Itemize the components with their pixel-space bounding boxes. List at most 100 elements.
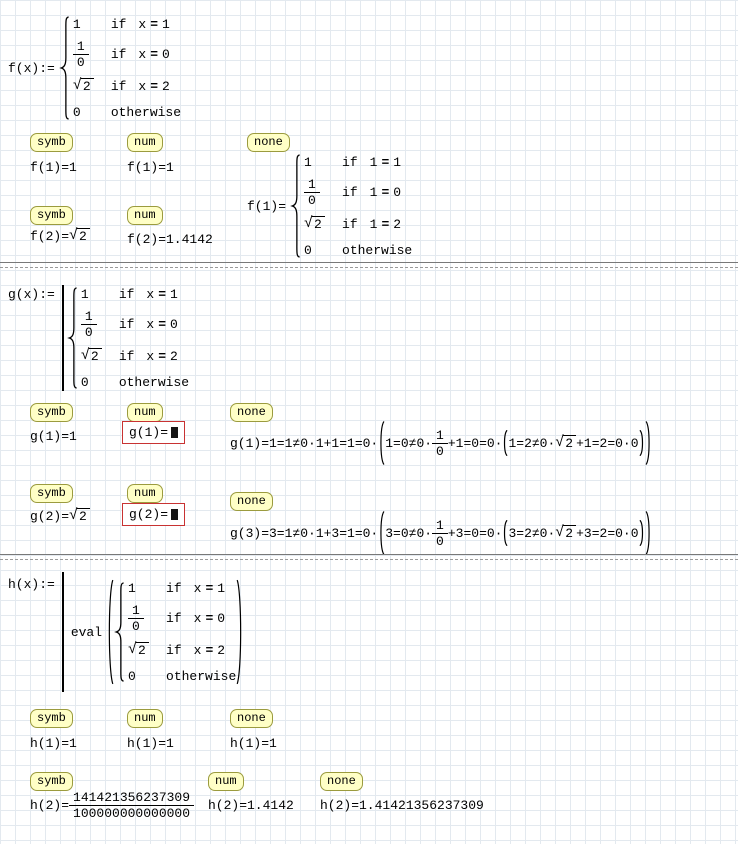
bool-equals: =	[150, 79, 158, 94]
keyword-if: if	[119, 317, 135, 332]
numerator: 1	[128, 603, 144, 619]
h2-symb-result-region[interactable]: h(2)= 141421356237309 100000000000000	[30, 790, 194, 821]
h2-num-result-region[interactable]: h(2)=1.4142	[208, 798, 294, 813]
f1-num-result-region[interactable]: f(1)=1	[127, 160, 174, 175]
cond-lhs: 1	[370, 185, 378, 200]
separator-dashed-line	[0, 267, 738, 268]
h1-none-result-region[interactable]: h(1)=1	[230, 736, 277, 751]
bool-equals: =	[381, 185, 389, 200]
tag-symb[interactable]: symb	[30, 206, 73, 225]
tag-none[interactable]: none	[230, 709, 273, 728]
h2-none-result-region[interactable]: h(2)=1.41421356237309	[320, 798, 484, 813]
expr-text: 1=2≠0·	[508, 436, 555, 451]
g2-symb-result-region[interactable]: g(2)= √ 2	[30, 508, 90, 524]
expr-text: 3=2≠0·	[508, 526, 555, 541]
radicand: 2	[81, 78, 94, 94]
h1-symb-result-region[interactable]: h(1)=1	[30, 736, 77, 751]
g1-num-error-region[interactable]: g(1)=	[122, 421, 185, 444]
tag-num[interactable]: num	[127, 133, 163, 152]
denominator: 0	[128, 619, 144, 634]
fraction: 141421356237309 100000000000000	[69, 790, 194, 821]
g1-symb-result-region[interactable]: g(1)=1	[30, 429, 77, 444]
result-text: f(1)=1	[127, 160, 174, 175]
numerator: 1	[81, 309, 97, 325]
g1-none-result-region[interactable]: g(1)=1=1≠0·1+1=1=0· 1=0≠0· 1 0 +1=0=0· 1…	[230, 419, 652, 467]
piecewise-block: 1 if x = 1 1 0 if x = 0	[59, 12, 181, 124]
numerator: 1	[304, 177, 320, 193]
cond-rhs: 2	[393, 217, 401, 232]
bool-equals: =	[205, 581, 213, 596]
separator-line	[0, 554, 738, 555]
cond-lhs: x	[194, 611, 202, 626]
error-placeholder-icon	[171, 509, 178, 520]
expr-text: +3=2=0·0	[576, 526, 638, 541]
tag-symb[interactable]: symb	[30, 484, 73, 503]
result-text: h(2)=1.4142	[208, 798, 294, 813]
bool-equals: =	[205, 611, 213, 626]
cond-lhs: x	[146, 317, 154, 332]
denominator: 0	[73, 55, 89, 70]
expr-text: g(1)=1=1≠0·1+1=1=0·	[230, 436, 378, 451]
keyword-otherwise: otherwise	[342, 243, 412, 258]
g2-none-result-region[interactable]: g(3)=3=1≠0·1+3=1=0· 3=0≠0· 1 0 +3=0=0· 3…	[230, 509, 652, 557]
result-text: f(2)=1.4142	[127, 232, 213, 247]
numerator: 1	[432, 428, 448, 444]
case-row: 0 otherwise	[128, 664, 236, 688]
tag-num[interactable]: num	[127, 484, 163, 503]
case-value: 1	[73, 17, 111, 32]
case-row: 0 otherwise	[304, 238, 412, 262]
denominator: 0	[304, 193, 320, 208]
sqrt-expression: √ 2	[81, 348, 102, 364]
f1-symb-result-region[interactable]: f(1)=1	[30, 160, 77, 175]
case-value: √ 2	[128, 642, 166, 658]
left-paren-icon	[106, 579, 114, 685]
section-separator[interactable]	[0, 554, 738, 560]
f2-symb-result-region[interactable]: f(2)= √ 2	[30, 228, 90, 244]
section-separator[interactable]	[0, 262, 738, 268]
f1-none-result-region[interactable]: f(1)= 1 if 1 = 1 1 0	[247, 150, 412, 262]
case-row: 0 otherwise	[81, 370, 189, 394]
tag-none[interactable]: none	[320, 772, 363, 791]
case-row: √ 2 if x = 2	[128, 636, 236, 664]
tag-symb[interactable]: symb	[30, 133, 73, 152]
case-value: 1 0	[128, 603, 166, 634]
keyword-if: if	[342, 185, 358, 200]
bool-equals: =	[150, 47, 158, 62]
bool-equals: =	[205, 643, 213, 658]
separator-line	[0, 262, 738, 263]
expr-text: 3=0≠0·	[385, 526, 432, 541]
sqrt-expression: √ 2	[555, 435, 576, 451]
result-lhs: f(2)=	[30, 229, 69, 244]
cond-lhs: x	[138, 47, 146, 62]
case-value: √ 2	[304, 216, 342, 232]
case-value: 1	[304, 155, 342, 170]
fraction: 1 0	[432, 428, 448, 459]
tag-symb[interactable]: symb	[30, 709, 73, 728]
tag-symb[interactable]: symb	[30, 772, 73, 791]
cond-rhs: 1	[217, 581, 225, 596]
h-definition-region[interactable]: h(x):= eval 1 if x = 1	[8, 572, 244, 692]
cases: 1 if x = 1 1 0 if	[128, 576, 236, 688]
error-placeholder-icon	[171, 427, 178, 438]
f-definition-region[interactable]: f(x):= 1 if x = 1 1 0	[8, 12, 181, 124]
keyword-if: if	[166, 643, 182, 658]
tag-num[interactable]: num	[127, 403, 163, 422]
case-row: 1 0 if 1 = 0	[304, 174, 412, 210]
tag-num[interactable]: num	[208, 772, 244, 791]
g-definition-region[interactable]: g(x):= 1 if x = 1 1 0	[8, 282, 189, 394]
cond-lhs: x	[194, 581, 202, 596]
g2-num-error-region[interactable]: g(2)=	[122, 503, 185, 526]
piecewise-block: 1 if 1 = 1 1 0 if 1 = 0	[290, 150, 412, 262]
f2-num-result-region[interactable]: f(2)=1.4142	[127, 232, 213, 247]
tag-symb[interactable]: symb	[30, 403, 73, 422]
tag-num[interactable]: num	[127, 206, 163, 225]
keyword-if: if	[119, 287, 135, 302]
keyword-otherwise: otherwise	[111, 105, 181, 120]
tag-num[interactable]: num	[127, 709, 163, 728]
result-text: h(2)=1.41421356237309	[320, 798, 484, 813]
result-text: h(1)=1	[127, 736, 174, 751]
left-brace-icon	[290, 154, 301, 258]
h1-num-result-region[interactable]: h(1)=1	[127, 736, 174, 751]
piecewise-block: 1 if x = 1 1 0 if	[114, 576, 236, 688]
